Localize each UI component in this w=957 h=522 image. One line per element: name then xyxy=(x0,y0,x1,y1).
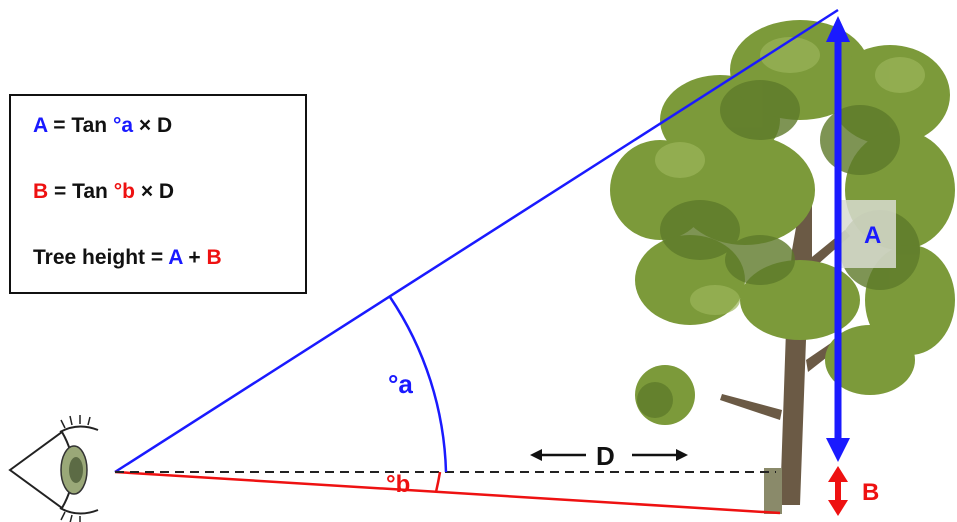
height-a-label: A xyxy=(864,222,881,249)
tree-icon xyxy=(610,20,955,514)
angle-a-label: °a xyxy=(388,369,413,399)
formula-total-b: B xyxy=(206,246,222,269)
formula-a: A = Tan °a × D xyxy=(33,114,172,138)
distance-arrows xyxy=(530,449,688,461)
height-arrow-a xyxy=(826,16,850,462)
sight-line-bottom xyxy=(114,470,781,515)
eye-icon xyxy=(8,415,99,522)
formula-a-rest: × D xyxy=(138,114,173,137)
formula-a-eq: = Tan xyxy=(53,114,108,137)
formula-b-rest: × D xyxy=(140,180,175,203)
formula-a-angle: °a xyxy=(112,114,134,137)
formula-total-prefix: Tree height = xyxy=(33,246,164,269)
height-b-label: B xyxy=(862,479,879,506)
formula-total-plus: + xyxy=(188,246,201,269)
distance-label: D xyxy=(596,441,615,471)
formula-b-angle: °b xyxy=(113,180,135,203)
angle-a-arc xyxy=(388,296,448,473)
formula-b-eq: = Tan xyxy=(54,180,108,203)
formula-total-a: A xyxy=(168,246,183,269)
formula-a-var: A xyxy=(33,114,48,137)
formula-b: B = Tan °b × D xyxy=(33,180,174,204)
sight-line-top xyxy=(114,8,839,474)
height-arrow-b xyxy=(828,466,848,516)
formula-box: A = Tan °a × D B = Tan °b × D Tree heigh… xyxy=(9,94,307,294)
angle-b-label: °b xyxy=(386,471,410,498)
formula-total: Tree height = A + B xyxy=(33,246,222,270)
formula-b-var: B xyxy=(33,180,49,203)
angle-b-arc xyxy=(434,471,442,493)
